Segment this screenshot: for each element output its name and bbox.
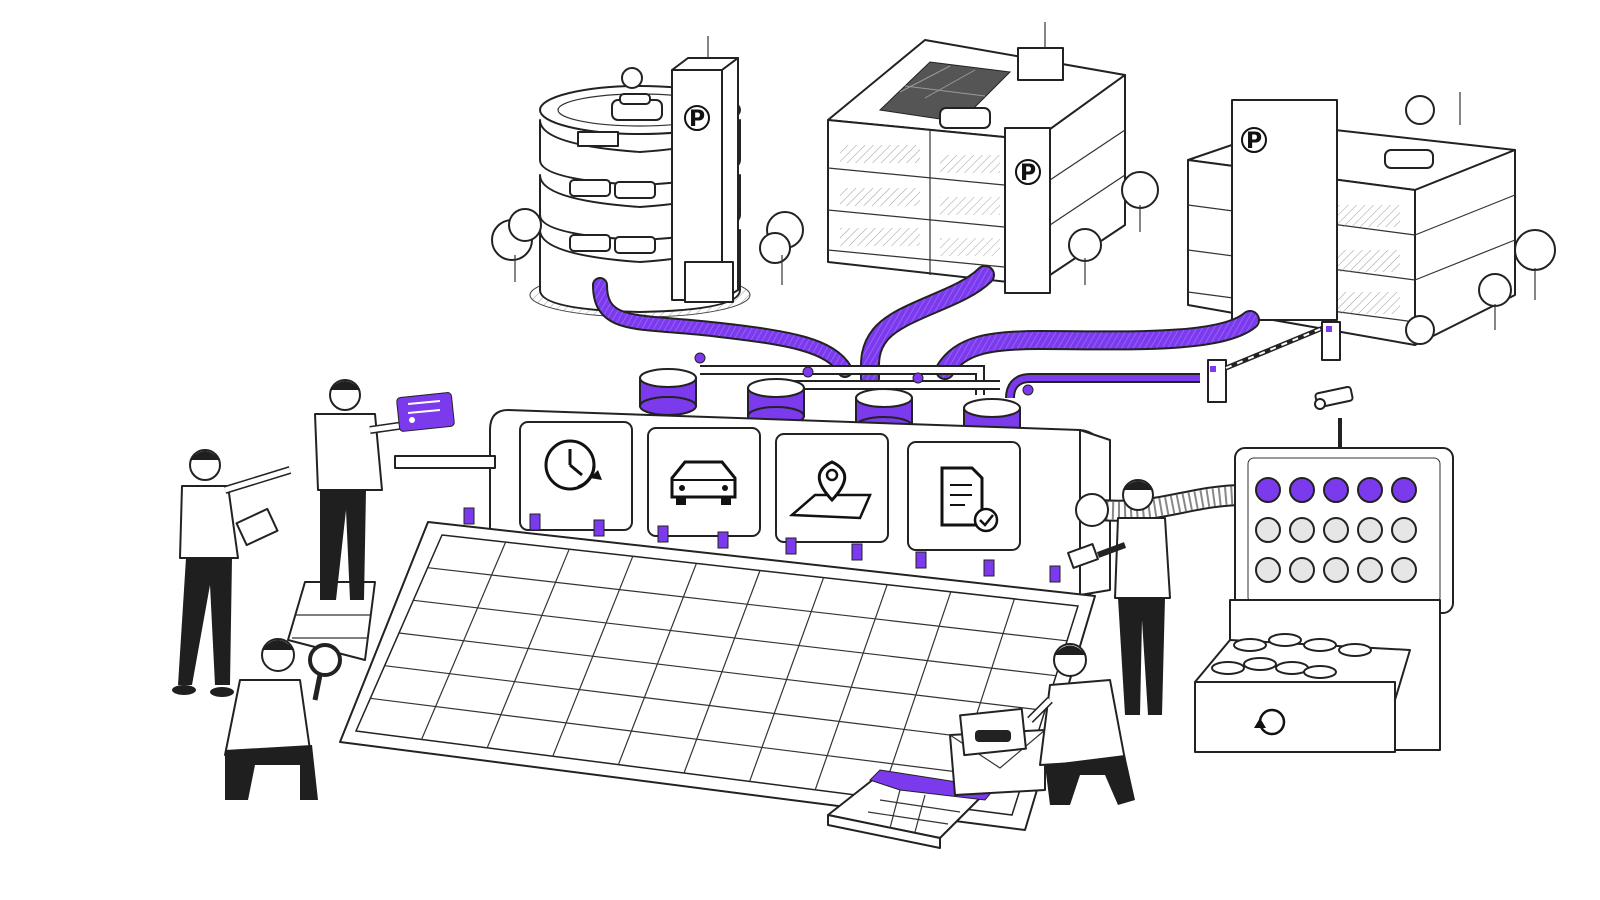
token-stacks xyxy=(1211,633,1372,679)
grid-row-line xyxy=(398,632,1046,712)
document-check-icon xyxy=(940,466,999,533)
person-with-magnifier xyxy=(224,638,342,800)
grid-lines xyxy=(370,541,1068,807)
calendar-pad-icon xyxy=(827,769,996,849)
utility-box xyxy=(684,261,734,303)
recycle-arrow-icon xyxy=(1254,708,1286,736)
valve-row xyxy=(463,507,1061,583)
solar-panels xyxy=(878,61,1012,123)
flex-hose xyxy=(1075,484,1246,527)
magnifier-icon xyxy=(308,643,342,701)
tree xyxy=(1068,171,1159,285)
parking-sign-icon: P xyxy=(684,105,710,132)
envelope-with-car-photo xyxy=(949,707,1046,796)
security-camera-icon xyxy=(1314,385,1354,410)
parking-garage-with-barrier: P xyxy=(1187,92,1556,403)
status-light-on xyxy=(1255,477,1281,503)
status-light-off xyxy=(1323,557,1349,583)
id-card-icon xyxy=(396,392,455,432)
clock-refresh-icon xyxy=(544,439,602,491)
parked-car xyxy=(939,107,991,129)
barrier-gate xyxy=(1207,321,1341,403)
status-light-off xyxy=(1357,557,1383,583)
tree xyxy=(1405,95,1556,345)
svg-text:P: P xyxy=(689,107,705,132)
status-light-off xyxy=(1255,557,1281,583)
status-light-on xyxy=(1323,477,1349,503)
panel-clock xyxy=(519,421,633,531)
data-flow-streams xyxy=(592,265,1260,399)
status-light-off xyxy=(1289,557,1315,583)
left-inlet-pipe xyxy=(394,455,496,469)
status-light-off xyxy=(1323,517,1349,543)
car-icon xyxy=(670,460,737,505)
status-light-off xyxy=(1391,557,1417,583)
panel-document xyxy=(907,441,1021,551)
schedule-grid-board xyxy=(339,507,1096,831)
circular-parking-garage: P xyxy=(491,36,804,318)
tree xyxy=(491,67,804,285)
person-pointing-with-tablet xyxy=(172,449,292,697)
person-with-envelope xyxy=(1027,643,1135,805)
parked-car xyxy=(1384,149,1434,169)
panel-location xyxy=(775,433,889,543)
status-light-off xyxy=(1357,517,1383,543)
map-pin-icon xyxy=(788,460,872,520)
grid-row-line xyxy=(413,599,1057,677)
stair-tower xyxy=(1004,127,1051,294)
status-light-off xyxy=(1255,517,1281,543)
status-light-off xyxy=(1289,517,1315,543)
token-tray xyxy=(1194,633,1411,753)
status-light-on xyxy=(1289,477,1315,503)
person-with-phone xyxy=(1067,479,1171,715)
garage-floor xyxy=(827,129,1126,275)
parked-car xyxy=(569,93,663,254)
svg-text:P: P xyxy=(1246,129,1262,154)
status-light-on xyxy=(1391,477,1417,503)
grid-row-line xyxy=(427,567,1068,642)
status-lights xyxy=(1255,477,1417,583)
rectangular-parking-garage: P xyxy=(827,22,1159,294)
parking-sign-icon: P xyxy=(1241,127,1267,154)
status-light-on xyxy=(1357,477,1383,503)
roof-hut xyxy=(1017,47,1064,81)
car-icon xyxy=(975,730,1011,742)
svg-text:P: P xyxy=(1020,161,1036,186)
grid-row-line xyxy=(384,665,1035,746)
status-light-off xyxy=(1391,517,1417,543)
parking-sign-icon: P xyxy=(1015,159,1041,186)
panel-car xyxy=(647,427,761,537)
connector-pipes xyxy=(694,352,1034,396)
grid-row-line xyxy=(370,697,1024,781)
